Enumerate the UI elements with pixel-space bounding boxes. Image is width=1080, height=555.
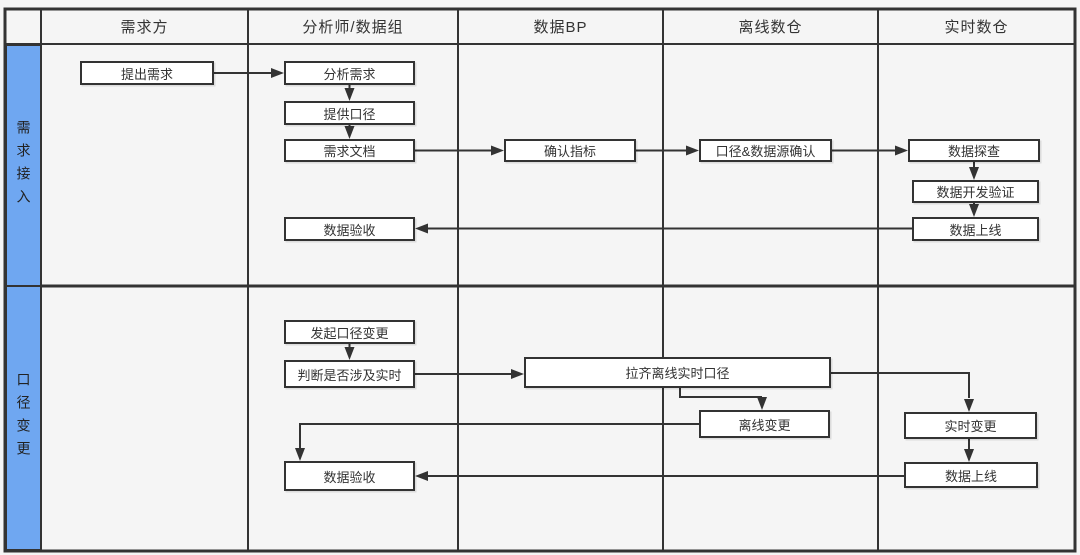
column-dividers (40, 9, 879, 551)
column-header-data-bp: 数据BP (533, 19, 588, 36)
column-header-analyst-data-team: 分析师/数据组 (302, 19, 404, 36)
row-lane-label: 口径变更 (15, 372, 32, 464)
node-judge-realtime-involved: 判断是否涉及实时 (284, 360, 415, 388)
node-confirm-metrics: 确认指标 (504, 139, 636, 162)
node-offline-change: 离线变更 (699, 410, 830, 438)
arrowheads (271, 68, 979, 481)
column-header-offline-warehouse: 离线数仓 (738, 19, 803, 36)
node-analyze-requirement: 分析需求 (284, 61, 415, 85)
row-lane-caliber-change: 口径变更 (5, 285, 42, 551)
node-data-explore: 数据探查 (908, 139, 1040, 162)
node-data-dev-verify: 数据开发验证 (912, 180, 1039, 203)
node-realtime-change: 实时变更 (904, 412, 1037, 439)
edge-lines-section2 (299, 344, 970, 477)
node-data-acceptance-s1: 数据验收 (284, 217, 415, 241)
node-propose-requirement: 提出需求 (80, 61, 214, 85)
node-provide-caliber: 提供口径 (284, 101, 415, 125)
column-header-realtime-warehouse: 实时数仓 (944, 19, 1009, 36)
node-data-acceptance-s2: 数据验收 (284, 461, 415, 491)
node-align-offline-realtime-caliber: 拉齐离线实时口径 (524, 357, 831, 388)
node-initiate-caliber-change: 发起口径变更 (284, 320, 415, 344)
node-caliber-source-confirm: 口径&数据源确认 (699, 139, 832, 162)
node-data-online-s1: 数据上线 (912, 217, 1039, 241)
column-header-requester: 需求方 (120, 19, 169, 36)
row-lane-requirement-onboarding: 需求接入 (5, 44, 42, 287)
node-requirement-doc: 需求文档 (284, 139, 415, 162)
node-data-online-s2: 数据上线 (904, 462, 1038, 488)
row-lane-label: 需求接入 (15, 119, 32, 212)
